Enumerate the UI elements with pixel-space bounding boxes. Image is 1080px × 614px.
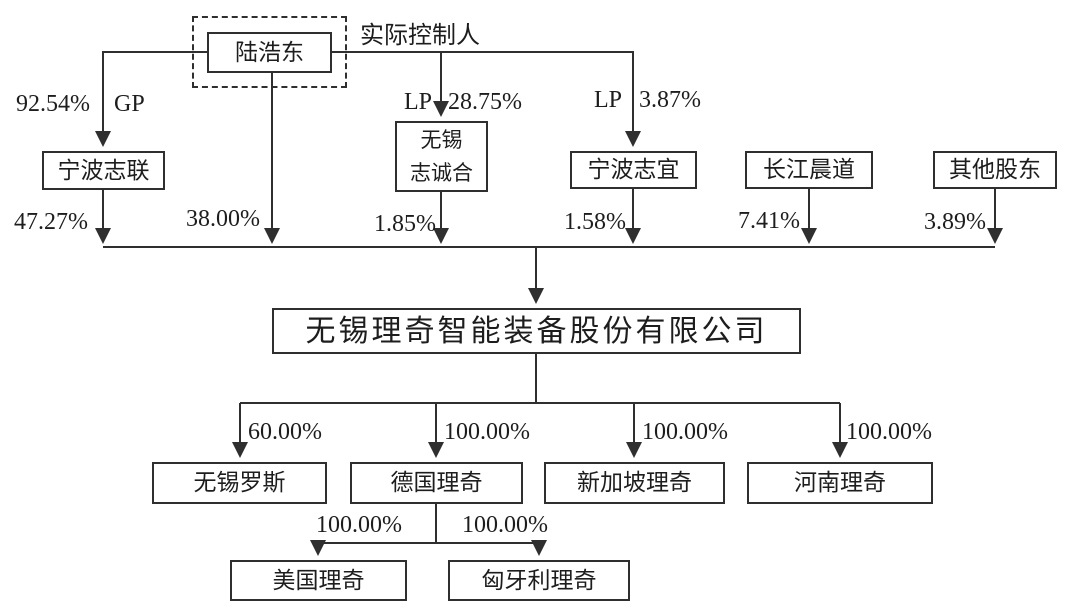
node-ningbo-zhiyi: 宁波志宜 — [570, 151, 697, 189]
label-holding-xiongyali-liqi: 100.00% — [462, 512, 548, 538]
label-gp-pct: 92.54% — [16, 91, 90, 117]
label-lp1-pct: 28.75% — [448, 89, 522, 115]
node-ningbo-zhilian: 宁波志联 — [42, 151, 165, 190]
label-holding-ningbo-zhilian: 47.27% — [14, 209, 88, 235]
label-holding-luhaodong-direct: 38.00% — [186, 206, 260, 232]
label-lp2-role: LP — [594, 87, 623, 113]
label-holding-wuxi-zhichenghe: 1.85% — [374, 211, 436, 237]
label-holding-ningbo-zhiyi: 1.58% — [564, 209, 626, 235]
node-wuxi-zhichenghe: 无锡 志诚合 — [395, 121, 488, 192]
label-lp1-role: LP — [404, 89, 433, 115]
node-meiguo-liqi: 美国理奇 — [230, 560, 407, 601]
node-wuxi-luosi: 无锡罗斯 — [152, 462, 327, 504]
node-qita-gudong: 其他股东 — [933, 151, 1057, 189]
label-holding-xinjiapo-liqi: 100.00% — [642, 419, 728, 445]
label-lp2-pct: 3.87% — [639, 87, 701, 113]
label-holding-qita-gudong: 3.89% — [924, 209, 986, 235]
label-gp-role: GP — [114, 91, 145, 117]
label-holding-henan-liqi: 100.00% — [846, 419, 932, 445]
label-actual-controller: 实际控制人 — [360, 23, 480, 49]
node-main-company: 无锡理奇智能装备股份有限公司 — [272, 308, 801, 354]
node-wuxi-zhichenghe-line1: 无锡 — [420, 127, 463, 152]
label-holding-changjiang-chendao: 7.41% — [738, 208, 800, 234]
label-holding-wuxi-luosi: 60.00% — [248, 419, 322, 445]
node-xinjiapo-liqi: 新加坡理奇 — [544, 462, 725, 504]
label-holding-meiguo-liqi: 100.00% — [316, 512, 402, 538]
node-wuxi-zhichenghe-line2: 志诚合 — [410, 160, 473, 185]
label-holding-deguo-liqi: 100.00% — [444, 419, 530, 445]
actual-controller-dashed-outline — [192, 16, 347, 88]
node-luhaodong: 陆浩东 — [207, 32, 332, 73]
node-deguo-liqi: 德国理奇 — [350, 462, 523, 504]
node-henan-liqi: 河南理奇 — [747, 462, 933, 504]
node-changjiang-chendao: 长江晨道 — [745, 151, 873, 189]
node-xiongyali-liqi: 匈牙利理奇 — [448, 560, 630, 601]
